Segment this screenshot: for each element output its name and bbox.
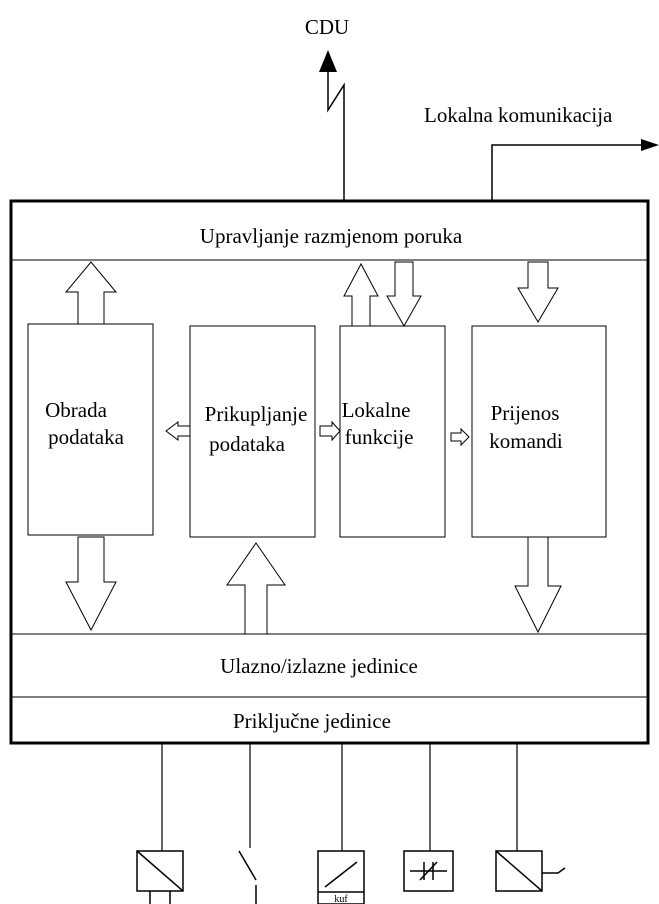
- processing-up-arrow-icon: [64, 261, 118, 325]
- message-exchange-layer-label: Upravljanje razmjenom poruka: [200, 224, 463, 248]
- data-processing-label-line2: podataka: [48, 425, 124, 449]
- relay-label: kuf: [334, 894, 348, 904]
- cdu-link: [327, 62, 345, 200]
- data-acquisition-block: [189, 325, 316, 538]
- command-transfer-down-arrow-icon: [517, 261, 559, 323]
- local-functions-label-line1: Lokalne: [342, 398, 411, 422]
- local-comm-arrow-icon: [641, 139, 659, 151]
- processing-down-arrow-icon: [65, 536, 117, 632]
- io-units-layer-label: Ulazno/izlazne jedinice: [220, 654, 418, 678]
- local-comm-link: [491, 144, 645, 200]
- acquisition-to-local-functions-arrow-icon: [319, 420, 341, 442]
- local-functions-to-command-arrow-icon: [450, 427, 470, 447]
- cdu-label: CDU: [305, 15, 349, 39]
- switch-contact-icon: [238, 850, 257, 904]
- actuator-icon: [495, 850, 566, 892]
- acquisition-up-arrow-icon: [226, 542, 286, 635]
- acquisition-to-processing-arrow-icon: [165, 421, 191, 441]
- data-acquisition-label-line2: podataka: [209, 432, 285, 456]
- rtu-frame: [9, 199, 650, 745]
- command-transfer-label-line1: Prijenos: [491, 401, 560, 425]
- command-transfer-output-arrow-icon: [514, 536, 562, 634]
- data-processing-label-line1: Obrada: [45, 398, 107, 422]
- data-acquisition-label-line1: Prikupljanje: [205, 402, 308, 426]
- command-transfer-label-line2: komandi: [489, 429, 563, 453]
- field-wiring: [161, 743, 518, 851]
- local-functions-block: [339, 325, 446, 538]
- cdu-arrow-icon: [319, 50, 337, 72]
- data-processing-block: [27, 323, 154, 536]
- local-functions-up-arrow-icon: [343, 262, 379, 327]
- variable-resistor-icon: [403, 850, 454, 892]
- local-comm-label: Lokalna komunikacija: [424, 103, 613, 127]
- local-functions-down-arrow-icon: [386, 261, 422, 328]
- transducer-icon: [136, 850, 184, 904]
- measuring-transducer-icon: [317, 850, 365, 904]
- local-functions-label-line2: funkcije: [345, 425, 414, 449]
- connection-units-layer-label: Priključne jedinice: [233, 709, 391, 733]
- command-transfer-block: [471, 325, 607, 538]
